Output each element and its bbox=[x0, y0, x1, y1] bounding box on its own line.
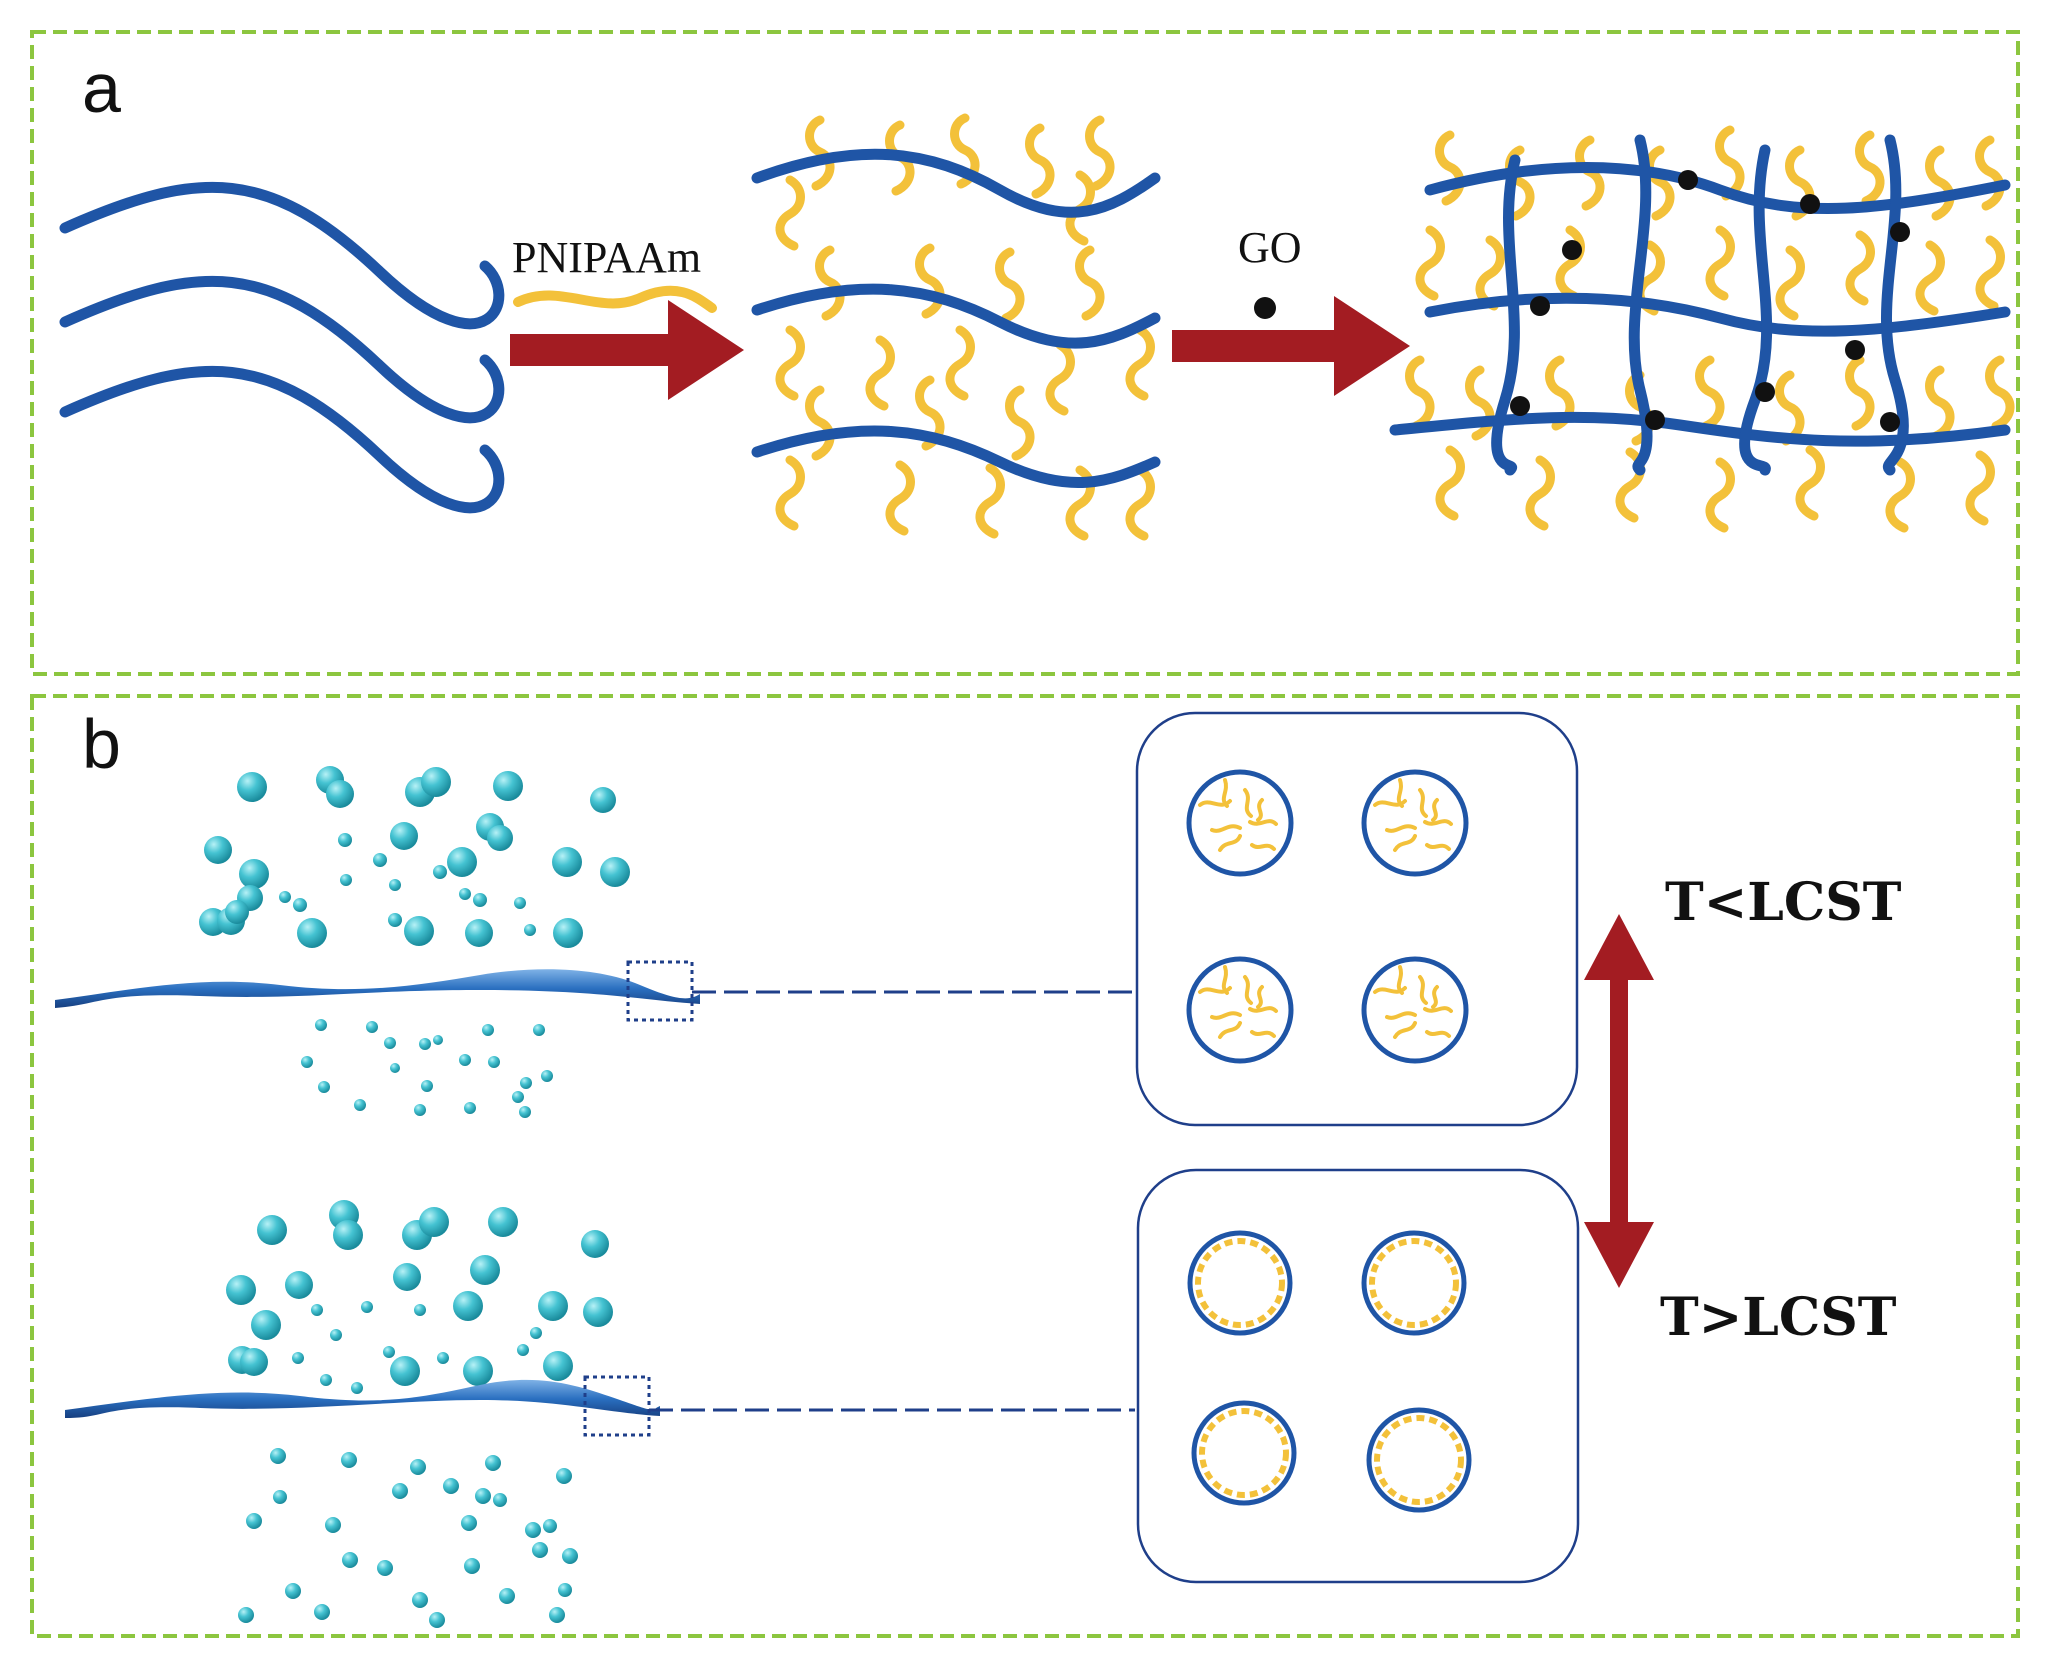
droplets-above-membrane-warm bbox=[226, 1200, 613, 1394]
collapsed-pores bbox=[1187, 1230, 1472, 1513]
panel-b-letter: b bbox=[82, 705, 121, 783]
pores-box-warm bbox=[1136, 1168, 1580, 1584]
below-lcst-label: T<LCST bbox=[1665, 872, 1902, 933]
pores-box-cold bbox=[1135, 711, 1579, 1127]
panel-b-frame bbox=[30, 694, 2020, 1638]
pore-collapsed bbox=[1187, 1230, 1293, 1336]
temperature-switch-arrow bbox=[1584, 914, 1654, 1288]
zoom-region-cold bbox=[626, 960, 694, 1022]
pore-swollen bbox=[1186, 769, 1294, 877]
panel-a-frame bbox=[30, 30, 2020, 676]
pore-swollen bbox=[1361, 956, 1469, 1064]
swollen-pores bbox=[1186, 769, 1469, 1064]
zoom-region-warm bbox=[583, 1375, 651, 1437]
droplets-above-membrane-cold bbox=[199, 766, 630, 948]
grafted-backbone-chains bbox=[751, 148, 1161, 489]
droplets-below-membrane-warm bbox=[238, 1448, 578, 1628]
pore-collapsed bbox=[1191, 1400, 1297, 1506]
go-label: GO bbox=[1238, 223, 1302, 272]
pnipaam-label: PNIPAAm bbox=[512, 233, 701, 282]
go-nanosheets bbox=[1510, 170, 1910, 432]
pnipaam-chain-icon bbox=[513, 285, 717, 313]
pore-swollen bbox=[1361, 769, 1469, 877]
go-particle-icon bbox=[1254, 297, 1276, 319]
pore-collapsed bbox=[1366, 1407, 1472, 1513]
reaction-arrow-1 bbox=[510, 300, 744, 400]
membrane-warm bbox=[65, 1379, 660, 1418]
bare-backbone-chains bbox=[59, 181, 505, 514]
panel-a-letter: a bbox=[82, 49, 121, 127]
pnipaam-grafts bbox=[775, 113, 1155, 541]
membrane-cold bbox=[55, 969, 700, 1008]
network-grafts bbox=[1405, 125, 2015, 533]
droplets-below-membrane-cold bbox=[301, 1019, 553, 1118]
pore-collapsed bbox=[1361, 1230, 1467, 1336]
reaction-arrow-2 bbox=[1172, 296, 1410, 396]
above-lcst-label: T>LCST bbox=[1660, 1287, 1897, 1348]
crosslinked-network-chains bbox=[1389, 134, 2011, 476]
pore-swollen bbox=[1186, 956, 1294, 1064]
